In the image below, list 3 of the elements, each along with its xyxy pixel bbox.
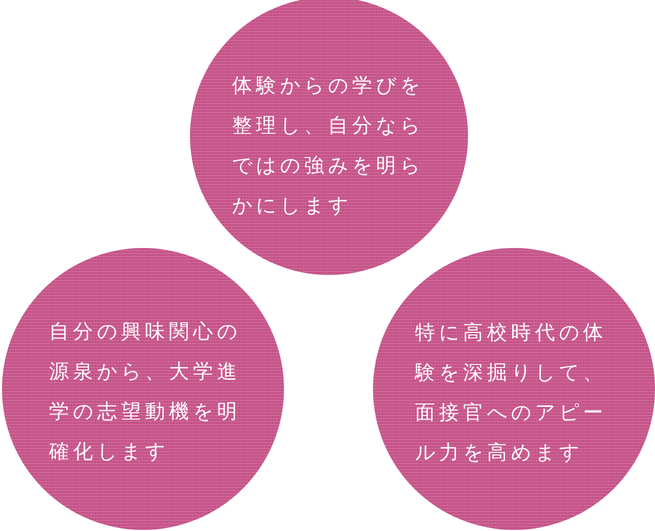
circle-text: 体験からの学びを整理し、自分ならではの強みを明らかにします [232,72,425,219]
circle-text: 自分の興味関心の源泉から、大学進学の志望動機を明確化します [49,318,242,465]
circle-text: 特に高校時代の体験を深掘りして、面接官へのアピール力を高めます [415,319,608,466]
